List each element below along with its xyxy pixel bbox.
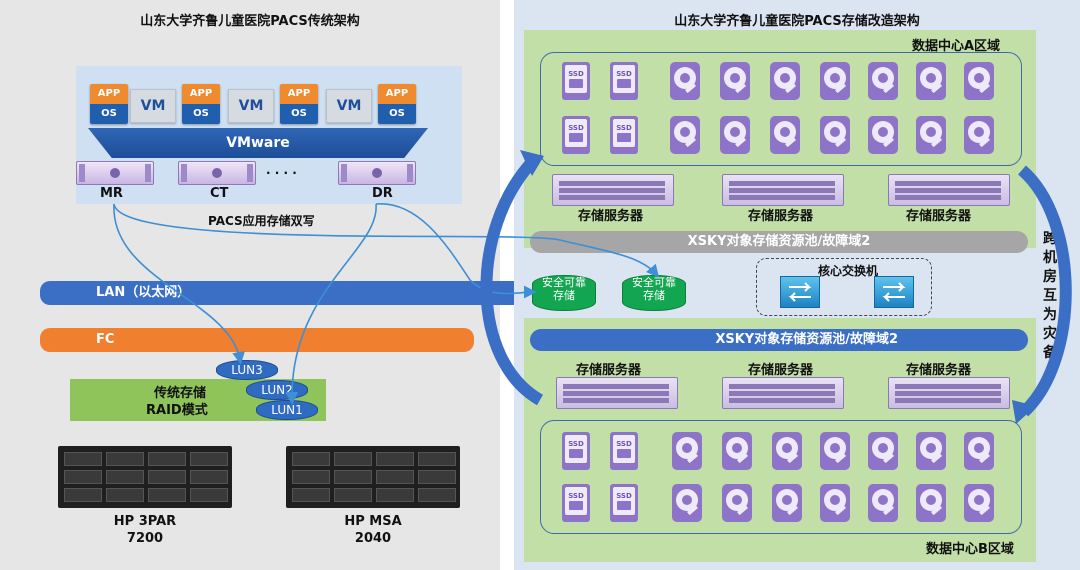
hdd-icon bbox=[672, 484, 702, 522]
ellipsis: · · · · bbox=[266, 166, 297, 180]
sync-arrow-right bbox=[1017, 165, 1072, 417]
vm-block-1: VM bbox=[130, 89, 176, 123]
storage-server-label-b1: 存储服务器 bbox=[576, 363, 642, 378]
core-switch-group bbox=[756, 258, 932, 316]
ssd-icon: SSD bbox=[562, 62, 590, 100]
storage-server-label-b2: 存储服务器 bbox=[748, 363, 814, 378]
datacenter-b-disk-group bbox=[540, 420, 1022, 534]
hdd-icon bbox=[722, 432, 752, 470]
mr-label: MR bbox=[100, 186, 123, 201]
hdd-icon bbox=[720, 62, 750, 100]
raid-label-line2: RAID模式 bbox=[146, 403, 208, 418]
hp-3par-name: HP 3PAR bbox=[113, 514, 177, 529]
hdd-icon bbox=[868, 432, 898, 470]
ssd-icon: SSD bbox=[610, 432, 638, 470]
storage-server-label-a3: 存储服务器 bbox=[906, 209, 972, 224]
hp-msa-model: 2040 bbox=[354, 531, 392, 546]
datacenter-a-label: 数据中心A区域 bbox=[912, 39, 1001, 54]
hdd-icon bbox=[868, 62, 898, 100]
hdd-icon bbox=[820, 432, 850, 470]
hdd-icon bbox=[820, 62, 850, 100]
fc-band: FC bbox=[40, 328, 474, 352]
raid-label-line1: 传统存储 bbox=[154, 386, 207, 401]
fc-label: FC bbox=[96, 332, 115, 347]
core-switch-label: 核心交换机 bbox=[818, 264, 879, 278]
hdd-icon bbox=[868, 484, 898, 522]
ct-server-icon bbox=[178, 161, 256, 185]
ssd-icon: SSD bbox=[610, 484, 638, 522]
dual-write-label: PACS应用存储双写 bbox=[208, 214, 315, 228]
hdd-icon bbox=[722, 484, 752, 522]
hdd-icon bbox=[720, 116, 750, 154]
safe-storage-1: 安全可靠存储 bbox=[532, 275, 596, 311]
mr-to-safe-storage-line bbox=[113, 203, 660, 278]
safe-storage-2: 安全可靠存储 bbox=[622, 275, 686, 311]
pool-a-band: XSKY对象存储资源池/故障域2 bbox=[530, 231, 1028, 253]
switch-icon bbox=[780, 276, 820, 308]
hp-msa-name: HP MSA bbox=[344, 514, 402, 529]
hdd-icon bbox=[770, 116, 800, 154]
hdd-icon bbox=[916, 432, 946, 470]
vmware-hypervisor-bar: VMware bbox=[88, 128, 428, 158]
dr-to-safe-storage-line bbox=[375, 203, 537, 299]
ssd-icon: SSD bbox=[610, 62, 638, 100]
sync-arrow-left bbox=[480, 157, 544, 406]
hdd-icon bbox=[670, 62, 700, 100]
dr-to-lun-line bbox=[285, 203, 377, 405]
dr-label: DR bbox=[372, 186, 393, 201]
ct-label: CT bbox=[210, 186, 229, 201]
hp-msa-array-icon bbox=[286, 446, 460, 508]
datacenter-b-label: 数据中心B区域 bbox=[926, 542, 1014, 557]
hdd-icon bbox=[772, 484, 802, 522]
hdd-icon bbox=[964, 484, 994, 522]
lan-label: LAN（以太网） bbox=[96, 285, 191, 300]
lun3-cylinder: LUN3 bbox=[216, 360, 278, 380]
hp-3par-model: 7200 bbox=[126, 531, 164, 546]
pool-b-band: XSKY对象存储资源池/故障域2 bbox=[530, 329, 1028, 351]
ssd-icon: SSD bbox=[562, 432, 590, 470]
traditional-title: 山东大学齐鲁儿童医院PACS传统架构 bbox=[140, 14, 360, 29]
storage-server-icon bbox=[722, 174, 844, 206]
storage-server-icon bbox=[722, 377, 844, 409]
ssd-icon: SSD bbox=[562, 484, 590, 522]
storage-server-label-a2: 存储服务器 bbox=[748, 209, 814, 224]
pool-b-label: XSKY对象存储资源池/故障域2 bbox=[715, 332, 898, 347]
hdd-icon bbox=[820, 484, 850, 522]
storage-server-icon bbox=[888, 377, 1010, 409]
hdd-icon bbox=[820, 116, 850, 154]
hdd-icon bbox=[670, 116, 700, 154]
hdd-icon bbox=[916, 484, 946, 522]
hdd-icon bbox=[964, 62, 994, 100]
hdd-icon bbox=[916, 116, 946, 154]
storage-server-icon bbox=[556, 377, 678, 409]
modernized-title: 山东大学齐鲁儿童医院PACS存储改造架构 bbox=[674, 14, 920, 29]
datacenter-a-disk-group bbox=[540, 52, 1022, 166]
vm-block-2: VM bbox=[228, 89, 274, 123]
storage-server-icon bbox=[888, 174, 1010, 206]
hp-3par-array-icon bbox=[58, 446, 232, 508]
dr-server-icon bbox=[338, 161, 416, 185]
vm-block-3: VM bbox=[326, 89, 372, 123]
hdd-icon bbox=[672, 432, 702, 470]
mr-server-icon bbox=[76, 161, 154, 185]
switch-icon bbox=[874, 276, 914, 308]
storage-server-label-a1: 存储服务器 bbox=[578, 209, 644, 224]
hdd-icon bbox=[964, 116, 994, 154]
ssd-icon: SSD bbox=[562, 116, 590, 154]
storage-server-icon bbox=[552, 174, 674, 206]
hdd-icon bbox=[770, 62, 800, 100]
mr-to-lun-line bbox=[113, 203, 245, 365]
hdd-icon bbox=[964, 432, 994, 470]
hdd-icon bbox=[772, 432, 802, 470]
storage-server-label-b3: 存储服务器 bbox=[906, 363, 972, 378]
hdd-icon bbox=[916, 62, 946, 100]
hdd-icon bbox=[868, 116, 898, 154]
ssd-icon: SSD bbox=[610, 116, 638, 154]
